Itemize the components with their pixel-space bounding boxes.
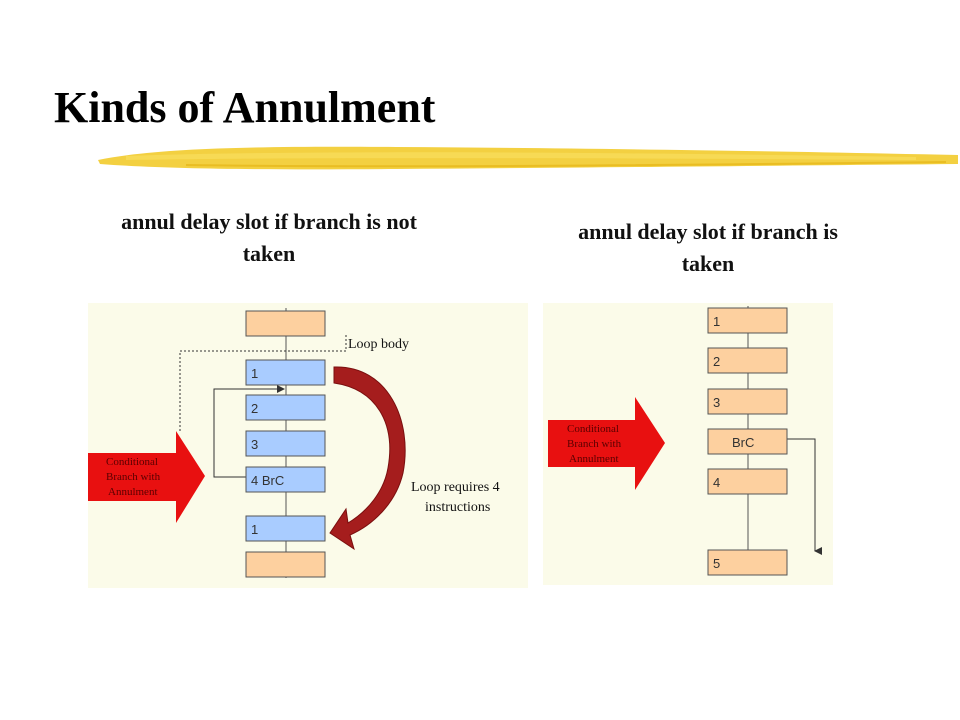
svg-text:Branch with: Branch with: [567, 438, 622, 450]
instruction-box-bottom: [245, 551, 326, 578]
svg-text:4: 4: [713, 475, 720, 490]
svg-text:3: 3: [251, 437, 258, 452]
svg-text:Conditional: Conditional: [567, 423, 619, 435]
svg-text:BrC: BrC: [732, 435, 754, 450]
loop-note-line1: Loop requires 4: [411, 480, 500, 495]
instruction-box-2: 2: [245, 394, 326, 421]
instruction-box-2: 2: [707, 347, 788, 374]
svg-text:4 BrC: 4 BrC: [251, 473, 284, 488]
svg-text:Annulment: Annulment: [108, 486, 158, 498]
diagram-annul-taken: 1 2 3 BrC 4 5 Conditional Branch with An…: [543, 303, 833, 585]
instruction-box-brc: BrC: [707, 428, 788, 455]
conditional-branch-arrow: Conditional Branch with Annulment: [88, 431, 205, 523]
svg-text:2: 2: [251, 401, 258, 416]
slide-title: Kinds of Annulment: [54, 83, 436, 132]
caption-annul-taken: annul delay slot if branch is taken: [538, 216, 878, 280]
instruction-box-4: 4: [707, 468, 788, 495]
caption-annul-not-taken: annul delay slot if branch is not taken: [78, 206, 460, 270]
loop-body-dotted-line: [179, 335, 347, 431]
branch-taken-arrow: [787, 438, 822, 555]
svg-text:1: 1: [251, 366, 258, 381]
instruction-box-1: 1: [707, 307, 788, 334]
caption-right-line2: taken: [681, 251, 735, 276]
caption-right-line1: annul delay slot if branch is: [578, 219, 838, 244]
instruction-box-3: 3: [245, 430, 326, 457]
svg-text:Annulment: Annulment: [569, 453, 619, 465]
svg-text:1: 1: [713, 314, 720, 329]
loop-body-label: Loop body: [348, 337, 409, 352]
instruction-box-top: [245, 310, 326, 337]
caption-left-line2: taken: [242, 241, 296, 266]
instruction-box-4-brc: 4 BrC: [245, 466, 326, 493]
svg-text:2: 2: [713, 354, 720, 369]
highlighter-underline: [98, 146, 958, 170]
loop-curve-arrow: [329, 366, 406, 551]
instruction-box-5: 5: [707, 549, 788, 576]
instruction-box-1: 1: [245, 359, 326, 386]
loop-back-arrow: [213, 385, 285, 478]
instruction-box-1-repeat: 1: [245, 515, 326, 542]
svg-text:Branch with: Branch with: [106, 471, 161, 483]
svg-text:3: 3: [713, 395, 720, 410]
instruction-box-3: 3: [707, 388, 788, 415]
loop-note-line2: instructions: [425, 500, 490, 515]
caption-left-line1: annul delay slot if branch is not: [121, 209, 417, 234]
svg-text:5: 5: [713, 556, 720, 571]
svg-text:1: 1: [251, 522, 258, 537]
conditional-branch-arrow: Conditional Branch with Annulment: [548, 397, 665, 490]
svg-text:Conditional: Conditional: [106, 456, 158, 468]
diagram-annul-not-taken: Loop body 1 2 3 4 BrC 1: [88, 303, 528, 588]
